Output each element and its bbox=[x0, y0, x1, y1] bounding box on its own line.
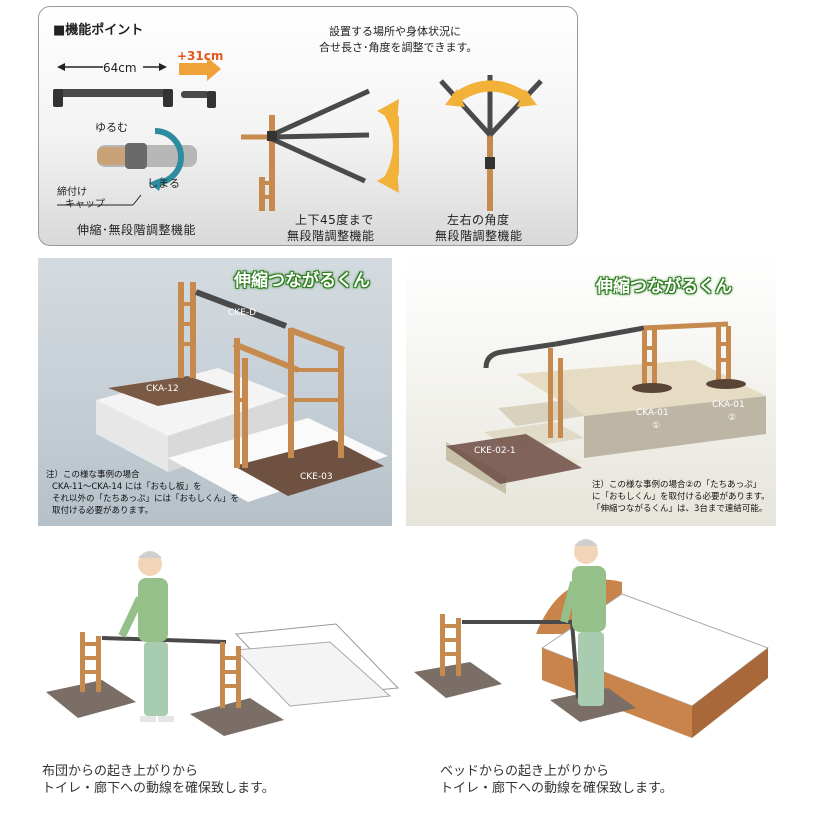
photo-left: 伸縮つながるくん CKE-D CKA-12 CKE-03 注）この様な事例の場合… bbox=[38, 258, 392, 526]
label-cke-d: CKE-D bbox=[228, 308, 257, 318]
feature-panel: ■機能ポイント 64cm +31cm ゆるむ しまる 締付け キャップ 伸縮･無… bbox=[38, 6, 578, 246]
mid-caption-2: 無段階調整機能 bbox=[287, 229, 375, 243]
bottom-left-caption-2: トイレ・廊下への動線を確保致します。 bbox=[42, 781, 275, 796]
label-cka-01-b: CKA-01 bbox=[712, 400, 745, 410]
mid-caption-1: 上下45度まで bbox=[295, 213, 374, 227]
bottom-right-caption-1: ベッドからの起き上がりから bbox=[440, 764, 610, 779]
left-caption: 伸縮･無段階調整機能 bbox=[77, 223, 197, 237]
tighten-label: しまる bbox=[147, 177, 180, 190]
desc-line-1: 設置する場所や身体状況に bbox=[329, 25, 461, 38]
cap-diagram bbox=[97, 128, 197, 191]
width-diagram bbox=[53, 57, 221, 108]
photo-right-note-1: 注）この様な事例の場合②の「たちあっぷ」 bbox=[592, 480, 762, 490]
cap-leader-line bbox=[57, 194, 142, 206]
label-circle-2: ② bbox=[728, 413, 737, 423]
photo-right: 伸縮つながるくん CKA-01 ① CKA-01 ② CKE-02-1 注）この… bbox=[406, 258, 776, 526]
label-cka-12: CKA-12 bbox=[146, 384, 179, 394]
photo-left-note-2: CKA-11〜CKA-14 には「おもし板」を bbox=[52, 482, 202, 492]
extension-label: +31cm bbox=[177, 49, 224, 63]
label-circle-1: ① bbox=[652, 421, 661, 431]
photo-right-note-2: に「おもしくん」を取付ける必要があります。 bbox=[592, 492, 770, 502]
photo-left-banner: 伸縮つながるくん bbox=[234, 271, 370, 291]
width-label: 64cm bbox=[103, 61, 137, 75]
photo-right-note-3: 「伸縮つながるくん」は、3台まで連結可能。 bbox=[592, 504, 768, 514]
label-cke-02-1: CKE-02-1 bbox=[474, 446, 516, 456]
bottom-right-caption-2: トイレ・廊下への動線を確保致します。 bbox=[440, 781, 673, 796]
cap-label-1: 締付け bbox=[57, 187, 87, 198]
bed-illustration bbox=[414, 539, 770, 738]
photo-left-note-4: 取付ける必要があります。 bbox=[52, 506, 154, 516]
panel-heading: ■機能ポイント bbox=[53, 23, 144, 38]
photo-left-note-3: それ以外の「たちあっぷ」には「おもしくん」を bbox=[52, 494, 240, 504]
photo-right-scene bbox=[446, 321, 766, 494]
bottom-left-caption-1: 布団からの起き上がりから bbox=[42, 764, 199, 779]
horizontal-angle-diagram bbox=[439, 75, 543, 211]
label-cka-01-a: CKA-01 bbox=[636, 408, 669, 418]
right-caption-1: 左右の角度 bbox=[447, 213, 510, 227]
label-cke-03: CKE-03 bbox=[300, 472, 333, 482]
photo-left-scene bbox=[96, 282, 388, 502]
photo-left-note-1: 注）この様な事例の場合 bbox=[46, 470, 140, 480]
photo-right-banner: 伸縮つながるくん bbox=[596, 277, 732, 297]
loosen-label: ゆるむ bbox=[95, 121, 128, 134]
vertical-angle-diagram bbox=[241, 88, 399, 211]
right-caption-2: 無段階調整機能 bbox=[435, 229, 523, 243]
futon-illustration bbox=[46, 551, 400, 736]
desc-line-2: 合せ長さ･角度を調整できます。 bbox=[319, 41, 478, 54]
